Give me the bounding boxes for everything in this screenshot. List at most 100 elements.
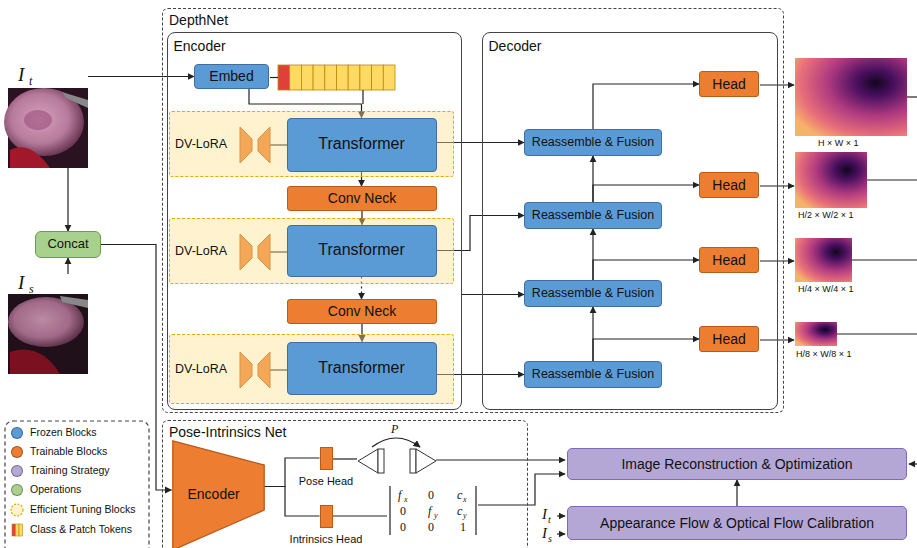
box-label: Embed (209, 68, 253, 84)
math-symbol: x (404, 496, 408, 504)
surgical-image (4, 88, 88, 168)
legend-text: Operations (30, 484, 81, 495)
connector-arrow (593, 339, 699, 361)
math-symbol: c (457, 505, 462, 517)
efficient-tuning-region: DV-LoRA Transformer (169, 111, 454, 177)
frozen-block: Transformer (287, 342, 437, 395)
token-strip (278, 65, 395, 90)
legend-text: Efficient Tuning Blocks (30, 504, 135, 515)
efficient-tuning-region: DV-LoRA Transformer (169, 218, 454, 284)
math-symbol: 0 (428, 521, 434, 533)
depth-map (795, 58, 907, 346)
lora-label: DV-LoRA (175, 244, 227, 258)
connector-arrow (593, 185, 699, 202)
box-label: Reassemble & Fusion (532, 367, 654, 381)
camera-icon (358, 449, 436, 473)
legend-swatch (11, 446, 23, 458)
dimension-label: H/8 × W/8 × 1 (796, 350, 852, 359)
pose-encoder: Encoder (172, 440, 265, 548)
legend-text: Class & Patch Tokens (30, 524, 132, 535)
layout-lines (270, 78, 917, 536)
module-group: DepthNetEncoderEmbedDV-LoRATransformerCo… (162, 8, 784, 413)
legend-text: Training Strategy (30, 465, 110, 476)
submodule-group: DecoderReassemble & FusionReassemble & F… (482, 32, 778, 410)
frozen-block: Reassemble & Fusion (524, 361, 662, 388)
math-symbol: 0 (428, 489, 434, 501)
math-symbol: 0 (400, 505, 406, 517)
legend-box (5, 421, 149, 548)
group-title: Encoder (174, 38, 226, 54)
dimension-label: H/2 × W/2 × 1 (798, 211, 854, 220)
box-label: Image Reconstruction & Optimization (621, 456, 852, 472)
math-symbol: P (391, 423, 398, 435)
math-symbol: c (457, 489, 462, 501)
trainable-block: Conv Neck (287, 299, 437, 324)
box-label: Conv Neck (328, 190, 396, 206)
dimension-label: H/4 × W/4 × 1 (798, 285, 854, 294)
trainable-block: Head (699, 247, 759, 273)
math-symbol: f (398, 489, 401, 501)
box-label: Head (712, 177, 745, 193)
training-strategy-box: Appearance Flow & Optical Flow Calibrati… (567, 506, 907, 540)
frozen-block: Reassemble & Fusion (524, 129, 662, 156)
frozen-block: Reassemble & Fusion (524, 202, 662, 229)
legend-text: Frozen Blocks (30, 427, 97, 438)
math-symbol: s (548, 534, 552, 544)
box-label: Head (712, 331, 745, 347)
image-symbol: I (18, 272, 24, 294)
image-subscript: s (29, 283, 34, 297)
efficient-tuning-region: DV-LoRA Transformer (169, 334, 454, 404)
trainable-block: Conv Neck (287, 186, 437, 211)
trainable-block: Head (699, 172, 759, 198)
box-label: Head (712, 252, 745, 268)
box-label: Transformer (318, 241, 405, 259)
surgical-image (8, 294, 88, 374)
box-label: Head (712, 76, 745, 92)
frozen-block: Embed (194, 64, 269, 89)
frozen-block: Transformer (287, 225, 437, 277)
legend-swatch (11, 484, 23, 496)
box-label: Transformer (318, 135, 405, 153)
box-label: Conv Neck (328, 303, 396, 319)
box-label: Concat (47, 237, 88, 252)
training-strategy-box: Image Reconstruction & Optimization (567, 448, 907, 480)
head-label: Intrinsics Head (290, 533, 363, 546)
math-symbol: 0 (400, 521, 406, 533)
math-symbol: 1 (460, 521, 466, 533)
input-image: Is (8, 274, 88, 376)
connector-arrow (88, 76, 194, 77)
math-symbol: x (463, 496, 467, 504)
module-group: Pose-Intrinsics NetEncoder Pose HeadIntri… (162, 420, 528, 548)
legend-text: Trainable Blocks (30, 446, 107, 457)
encoder-label: Encoder (188, 486, 240, 502)
frozen-block: Reassemble & Fusion (524, 280, 662, 307)
legend-swatch (11, 427, 23, 439)
lora-label: DV-LoRA (175, 362, 227, 376)
connector-arrow (265, 487, 320, 517)
math-symbol: y (463, 512, 467, 520)
operation-box: Concat (35, 231, 101, 258)
dimension-label: H × W × 1 (818, 139, 859, 148)
legend-swatch (11, 465, 23, 477)
image-symbol: I (18, 64, 24, 86)
group-title: Decoder (489, 38, 542, 54)
lora-label: DV-LoRA (175, 137, 227, 151)
head-label: Pose Head (299, 475, 353, 488)
group-title: Pose-Intrinsics Net (169, 424, 286, 440)
connector-arrow (593, 260, 699, 280)
group-title: DepthNet (169, 12, 228, 28)
trainable-block: Head (699, 71, 759, 97)
trainable-block: Head (699, 326, 759, 352)
connector-arrow (67, 258, 68, 274)
connector-arrow (101, 245, 172, 491)
frozen-block: Transformer (287, 118, 437, 172)
box-label: Reassemble & Fusion (532, 208, 654, 222)
submodule-group: EncoderEmbedDV-LoRATransformerConv NeckD… (167, 32, 462, 410)
math-symbol: t (548, 515, 551, 525)
connector-arrow (593, 84, 699, 129)
head-block: Intrinsics Head (320, 505, 333, 528)
box-label: Reassemble & Fusion (532, 286, 654, 300)
box-label: Appearance Flow & Optical Flow Calibrati… (600, 515, 874, 531)
connector-arrow (736, 480, 737, 506)
math-symbol: I (542, 526, 547, 541)
